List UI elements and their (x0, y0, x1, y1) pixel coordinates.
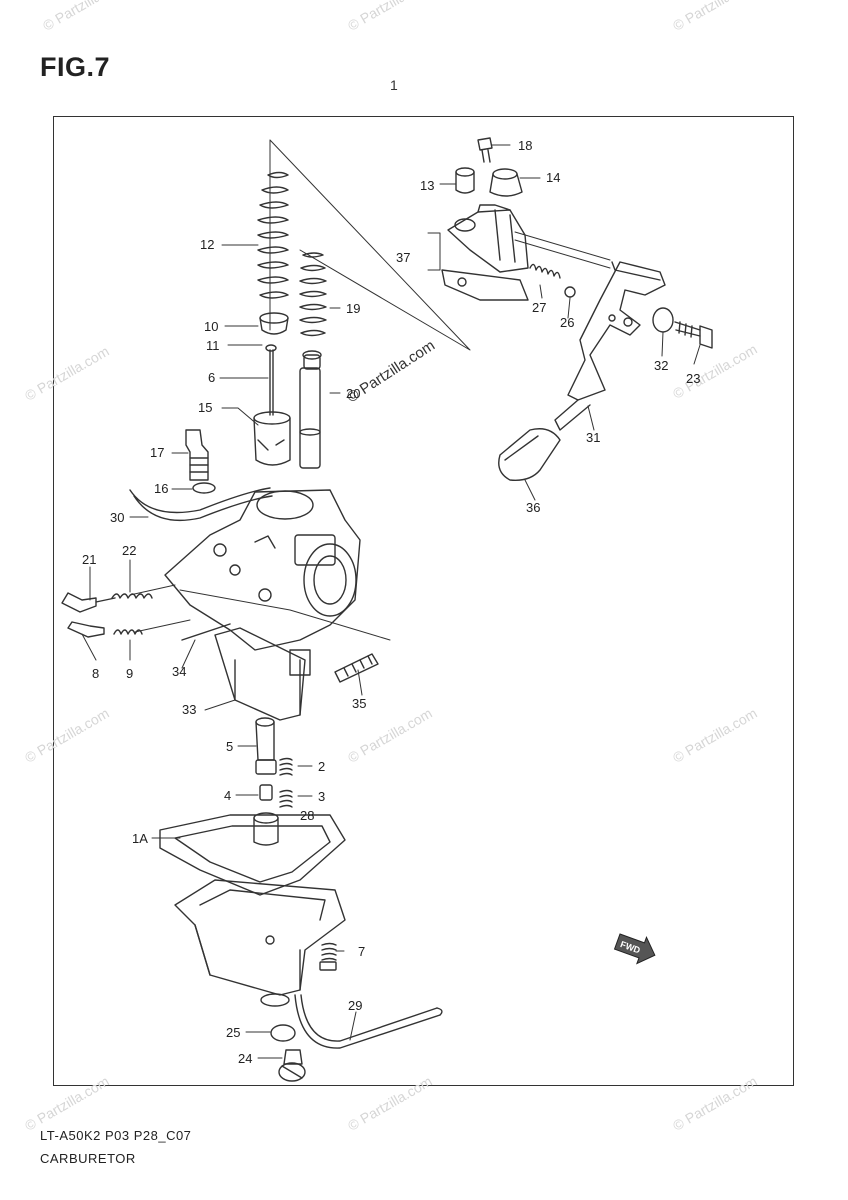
callout-31: 31 (586, 430, 600, 445)
spring-3 (279, 789, 293, 808)
spring-2 (279, 757, 293, 776)
carburetor-body (129, 489, 391, 651)
rod-20 (299, 367, 321, 469)
callout-3: 3 (318, 789, 325, 804)
ball-26 (564, 286, 576, 298)
float-28 (253, 812, 279, 846)
callout-11: 11 (206, 338, 220, 353)
screw-7 (319, 942, 337, 971)
throttle-valve-15 (253, 411, 291, 466)
diagram-frame (53, 116, 794, 1086)
callout-7: 7 (358, 944, 365, 959)
tube-30 (129, 487, 273, 522)
callout-35: 35 (352, 696, 366, 711)
callout-18: 18 (518, 138, 532, 153)
callout-2: 2 (318, 759, 325, 774)
callout-22: 22 (122, 543, 136, 558)
callout-16: 16 (154, 481, 168, 496)
callout-13: 13 (420, 178, 434, 193)
figure-title: FIG.7 (40, 52, 111, 82)
bracket-37 (441, 204, 529, 301)
callout-20: 20 (346, 386, 360, 401)
hose-29 (294, 994, 441, 1049)
callout-26: 26 (560, 315, 574, 330)
callout-15: 15 (198, 400, 212, 415)
screw-8 (67, 621, 105, 638)
callout-29: 29 (348, 998, 362, 1013)
callout-34: 34 (172, 664, 186, 679)
figure-ref-number: 1 (390, 77, 398, 93)
callout-30: 30 (110, 510, 124, 525)
spring-27 (529, 263, 561, 279)
leader-lines (81, 144, 701, 1059)
callout-32: 32 (654, 358, 668, 373)
callout-17: 17 (150, 445, 164, 460)
callout-19: 19 (346, 301, 360, 316)
callout-27: 27 (532, 300, 546, 315)
retainer-10 (259, 312, 289, 335)
callout-4: 4 (224, 788, 231, 803)
main-jet-5 (255, 717, 277, 775)
washer-32 (652, 307, 674, 333)
callout-14: 14 (546, 170, 560, 185)
spring-19 (299, 252, 327, 370)
float-bowl-upper-33 (214, 627, 311, 721)
spring-22 (111, 593, 153, 599)
spring-12 (257, 171, 289, 299)
pin-34 (181, 623, 231, 641)
jet-needle-6 (269, 349, 274, 416)
o-ring-16 (192, 482, 216, 494)
callout-28: 28 (300, 808, 314, 823)
o-ring-25 (270, 1024, 296, 1042)
callout-8: 8 (92, 666, 99, 681)
callout-23: 23 (686, 371, 700, 386)
gasket-1A (159, 814, 346, 896)
jet-4 (259, 784, 273, 801)
clip-11 (265, 344, 277, 352)
screw-35 (334, 653, 379, 683)
callout-6: 6 (208, 370, 215, 385)
callout-21: 21 (82, 552, 96, 567)
lever-31 (514, 231, 666, 431)
screw-21 (61, 592, 116, 613)
callout-37: 37 (396, 250, 410, 265)
bolt-23 (674, 321, 713, 349)
fwd-arrow-icon: FWD (613, 933, 656, 965)
diagram-code: LT-A50K2 P03 P28_C07 (40, 1128, 192, 1143)
callout-1A: 1A (132, 831, 148, 846)
bracket-37-leader (427, 232, 441, 271)
fitting-17 (185, 429, 209, 481)
diagram-name: CARBURETOR (40, 1151, 136, 1166)
callout-36: 36 (526, 500, 540, 515)
callout-9: 9 (126, 666, 133, 681)
bolt-18 (477, 137, 493, 163)
cap-14 (489, 168, 523, 197)
float-bowl (174, 879, 346, 1007)
spring-9 (113, 629, 143, 635)
callout-25: 25 (226, 1025, 240, 1040)
callout-10: 10 (204, 319, 218, 334)
pedal-cap-36 (498, 428, 561, 481)
callout-5: 5 (226, 739, 233, 754)
callout-12: 12 (200, 237, 214, 252)
drain-screw-24 (278, 1049, 306, 1082)
bushing-13 (455, 167, 475, 194)
callout-33: 33 (182, 702, 196, 717)
callout-24: 24 (238, 1051, 252, 1066)
